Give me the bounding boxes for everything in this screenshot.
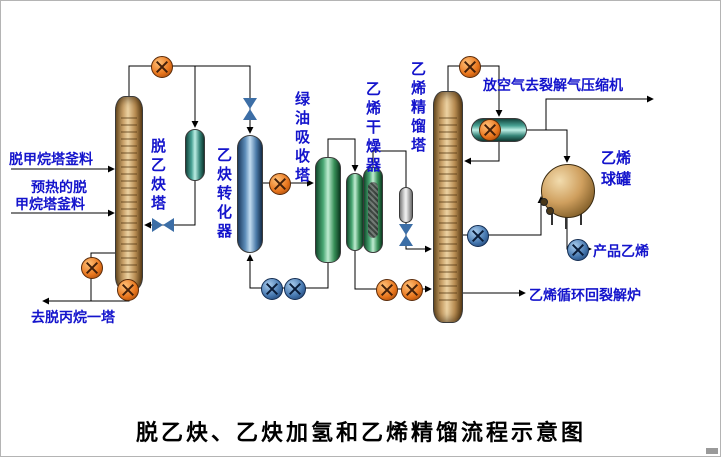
- pipe-column-to-sphere: [463, 196, 545, 236]
- pipe-reboiler-loop: [90, 252, 115, 301]
- pipe-absorber-to-dryer: [327, 138, 359, 172]
- exchanger-icon: [376, 279, 398, 301]
- label-acetylene-converter: 乙炔转化器: [215, 147, 233, 242]
- sphere-nozzle: [546, 207, 554, 215]
- pipe-overhead-to-converter: [128, 65, 254, 134]
- sphere-leg: [580, 210, 582, 225]
- label-product-ethylene: 产品乙烯: [593, 244, 649, 260]
- exchanger-icon: [151, 56, 173, 78]
- knockout-drum-vessel: [185, 129, 205, 181]
- pipe-dryer-to-column: [372, 150, 432, 253]
- label-ethylene-dryer: 乙烯干燥器: [364, 81, 382, 176]
- valve-icon: [243, 98, 257, 120]
- label-ethylene-column: 乙烯精馏塔: [409, 61, 427, 156]
- label-demethanizer-feed: 脱甲烷塔釜料: [9, 152, 93, 168]
- sphere-nozzle: [540, 198, 548, 206]
- sphere-leg: [551, 210, 553, 225]
- label-ethylene-recycle: 乙烯循环回裂解炉: [529, 288, 641, 304]
- label-preheated-feed-2: 甲烷塔釜料: [15, 197, 85, 213]
- pipe-reflux-return: [464, 142, 500, 165]
- ethylene-dryer-vessel-2: [363, 167, 383, 253]
- sphere-leg: [565, 216, 567, 229]
- valve-icon: [399, 224, 413, 246]
- pump-icon: [284, 278, 306, 300]
- exchanger-icon: [81, 257, 103, 279]
- exchanger-icon: [459, 56, 481, 78]
- pipe-bottoms-to-depropanizer: [42, 291, 130, 305]
- pipe-drum-to-sphere: [527, 129, 571, 163]
- valve-icon: [152, 218, 174, 232]
- label-vent-to-compressor: 放空气去裂解气压缩机: [483, 78, 623, 94]
- label-to-depropanizer: 去脱丙烷一塔: [31, 310, 115, 326]
- pump-icon: [261, 278, 283, 300]
- resize-handle: [706, 448, 718, 454]
- exchanger-icon: [269, 173, 291, 195]
- label-green-oil-absorber: 绿油吸收塔: [293, 91, 311, 186]
- exchanger-icon: [117, 279, 139, 301]
- pipe-vent: [545, 95, 654, 130]
- deacetylene-column-vessel: [115, 96, 143, 291]
- ethylene-dryer-vessel-1: [346, 173, 364, 251]
- ethylene-column-vessel: [433, 91, 463, 323]
- condenser-icon: [479, 119, 501, 141]
- label-deacetylene-column: 脱乙炔塔: [149, 138, 167, 214]
- pump-icon: [567, 239, 589, 261]
- diagram-title: 脱乙炔、乙炔加氢和乙烯精馏流程示意图: [135, 421, 586, 446]
- label-ethylene-sphere: 乙烯球罐: [601, 149, 632, 188]
- desiccant-bed: [368, 182, 378, 238]
- filter-pot-vessel: [399, 187, 413, 223]
- acetylene-converter-vessel: [237, 135, 263, 253]
- exchanger-icon: [401, 279, 423, 301]
- green-oil-absorber-vessel: [315, 157, 341, 263]
- pump-icon: [467, 225, 489, 247]
- label-preheated-feed-1: 预热的脱: [31, 180, 87, 196]
